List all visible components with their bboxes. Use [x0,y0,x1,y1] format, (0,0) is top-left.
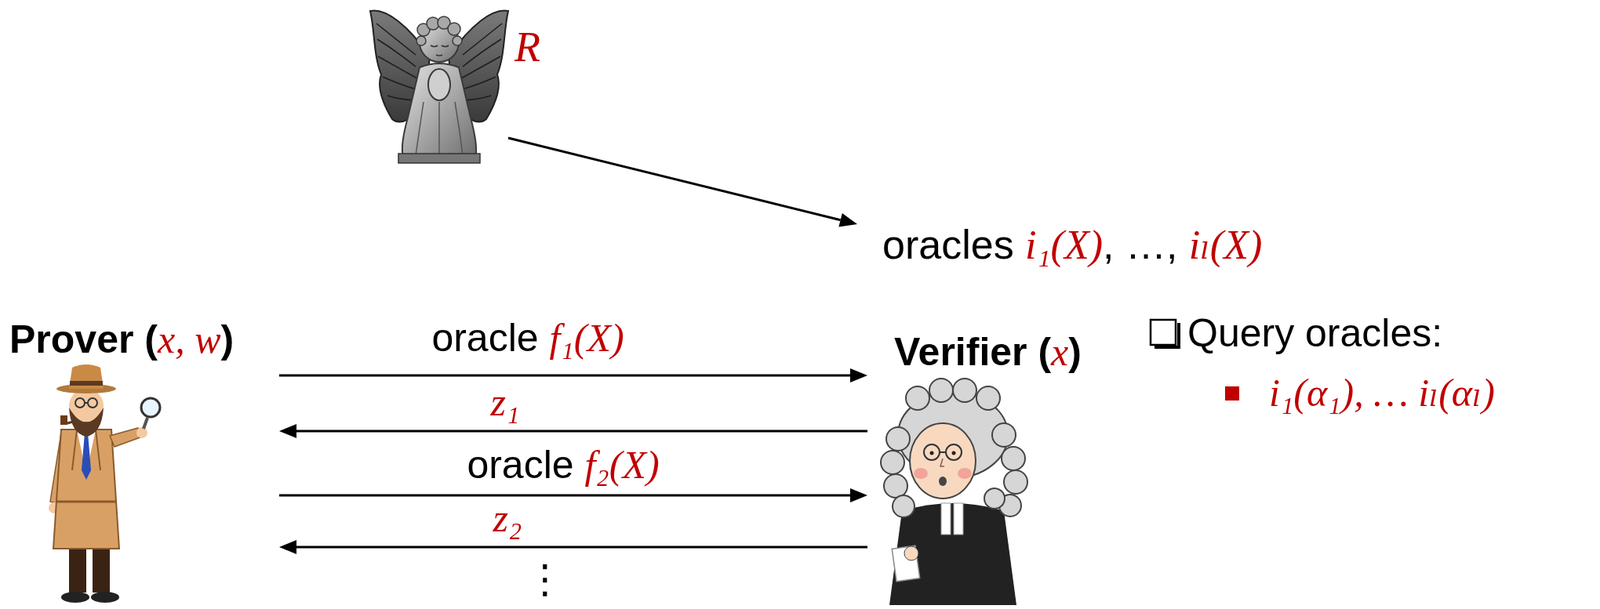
message-label: z₂ [490,497,526,541]
party-heading-part: ) [1068,330,1082,375]
arrow-head [279,424,297,439]
message-label: z₁ [487,381,524,425]
query-list-part: i₁(α₁), … iₗ(αₗ) [1269,370,1495,415]
arrow-shaft [295,546,868,550]
party-heading: Prover (x, w) [9,318,234,362]
message-label-part: z₁ [490,380,520,425]
red-square-bullet [1225,386,1240,401]
arrow-shaft [295,430,868,433]
message-label: oracle f₁(X) [428,316,627,360]
prover-figure [48,364,160,604]
arrow-head [850,368,868,383]
arrow-shaft [279,494,851,498]
party-heading-part: Verifier ( [894,330,1051,375]
message-label-part: f₁(X) [549,316,624,360]
party-heading-part: ) [221,317,235,362]
party-heading-part: x [1050,330,1069,375]
arrow-shaft [279,374,851,378]
oracle-list-part: iₗ(X) [1189,222,1262,268]
party-heading: Verifier (x) [894,330,1082,375]
query-heading: Query oracles: [1187,312,1443,356]
message-arrow [279,424,868,439]
message-label-part: oracle [466,443,585,488]
query-list: i₁(α₁), … iₗ(αₗ) [1269,371,1495,415]
party-heading-part: x, w [157,317,222,362]
statue-node: R [365,3,560,171]
party-node: Verifier (x) [869,327,1122,608]
oracle-list-part: , …, [1102,221,1190,268]
query-heading-part: Query oracles: [1187,311,1443,356]
oracle-list-part: i₁(X) [1025,222,1103,268]
message-label-part: z₂ [493,496,523,541]
hollow-square-bullet [1150,320,1179,348]
random-source-label-part: R [514,23,541,71]
message-label-part: oracle [431,316,550,360]
message-arrow [279,488,868,503]
party-node: Prover (x, w) [6,316,278,608]
continuation-dots: ⋮ [525,558,565,602]
verifier-figure [880,378,1028,606]
oracle-arrow [508,138,858,227]
message-label: oracle f₂(X) [463,443,662,488]
message-label-part: f₂(X) [584,443,659,488]
random-source-label: R [514,23,541,71]
oracle-list-part: oracles [882,221,1026,268]
oracle-list: oracles i₁(X), …, iₗ(X) [882,222,1262,268]
message-arrow [279,540,868,555]
party-heading-part: Prover ( [9,317,158,362]
angel-statue [370,10,509,164]
arrow-head [279,540,297,555]
message-arrow [279,368,868,383]
arrow-head [850,488,868,503]
continuation-dots-part: ⋮ [525,557,565,602]
